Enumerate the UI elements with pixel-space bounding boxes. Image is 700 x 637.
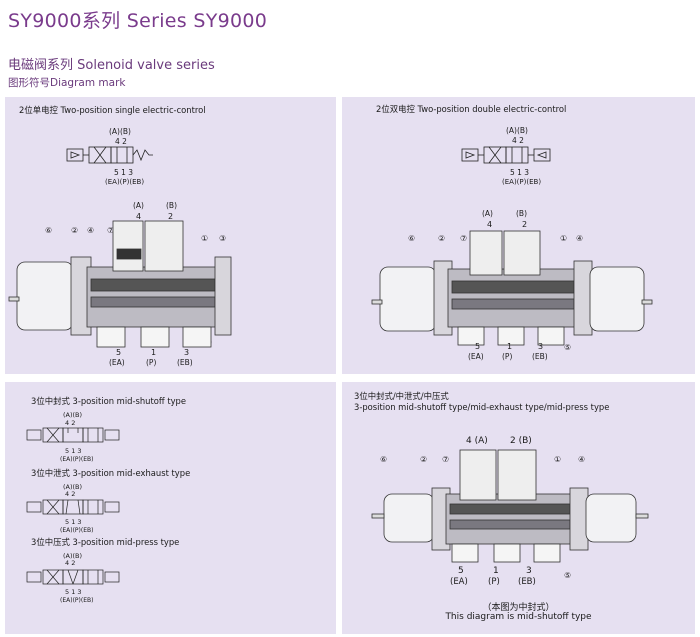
label-4a: 4 (A) bbox=[466, 436, 488, 446]
symbol-ports-bottom: (EA)(P)(EB) bbox=[105, 178, 144, 186]
valve-section-single bbox=[8, 220, 232, 348]
symbol-ports-top-num: 4 2 bbox=[65, 419, 75, 427]
label-a: (A) bbox=[482, 209, 493, 218]
label-4: 4 bbox=[136, 212, 141, 221]
callout-7: ⑦ bbox=[460, 234, 467, 243]
callout-6: ⑥ bbox=[45, 226, 52, 235]
valve-symbol-mid-exhaust bbox=[26, 499, 120, 515]
symbol-ports-bottom-num: 5 1 3 bbox=[65, 588, 82, 596]
symbol-ports-bottom: (EA)(P)(EB) bbox=[60, 527, 93, 534]
symbol-ports-bottom-num: 5 1 3 bbox=[114, 168, 133, 177]
valve-symbol-mid-press bbox=[26, 569, 120, 585]
callout-4: ④ bbox=[576, 234, 583, 243]
label-1: 1 bbox=[151, 348, 156, 357]
three-section-note-en: This diagram is mid-shutoff type bbox=[445, 612, 592, 622]
symbol-ports-top: (A)(B) bbox=[63, 483, 82, 491]
page-title: SY9000系列 Series SY9000 bbox=[8, 10, 268, 32]
callout-1: ① bbox=[560, 234, 567, 243]
label-p: (P) bbox=[146, 358, 156, 367]
callout-2: ② bbox=[71, 226, 78, 235]
label-p: (P) bbox=[488, 577, 500, 587]
valve-section-double bbox=[371, 230, 653, 346]
double-control-panel: 2位双电控 Two-position double electric-contr… bbox=[342, 97, 695, 374]
symbol-ports-top-num: 4 2 bbox=[65, 490, 75, 498]
callout-1: ① bbox=[554, 455, 561, 464]
label-2b: 2 (B) bbox=[510, 436, 532, 446]
symbol-ports-top-num: 4 2 bbox=[65, 559, 75, 567]
callout-6: ⑥ bbox=[408, 234, 415, 243]
label-eb: (EB) bbox=[177, 358, 193, 367]
three-position-section-panel: 3位中封式/中泄式/中压式 3-position mid-shutoff typ… bbox=[342, 382, 695, 634]
symbol-ports-bottom-num: 5 1 3 bbox=[65, 447, 82, 455]
label-ea: (EA) bbox=[450, 577, 468, 587]
callout-1: ① bbox=[201, 234, 208, 243]
symbol-ports-bottom: (EA)(P)(EB) bbox=[502, 178, 541, 186]
mid-exhaust-title: 3位中泄式 3-position mid-exhaust type bbox=[31, 468, 191, 478]
symbol-ports-bottom-num: 5 1 3 bbox=[510, 168, 529, 177]
callout-3: ③ bbox=[219, 234, 226, 243]
symbol-ports-top-num: 4 2 bbox=[115, 137, 127, 146]
label-ea: (EA) bbox=[468, 352, 484, 361]
label-b: (B) bbox=[516, 209, 527, 218]
label-ea: (EA) bbox=[109, 358, 125, 367]
symbol-ports-top-num: 4 2 bbox=[512, 136, 524, 145]
label-4: 4 bbox=[487, 220, 492, 229]
label-p: (P) bbox=[502, 352, 512, 361]
symbol-ports-top: (A)(B) bbox=[506, 126, 528, 135]
label-a: (A) bbox=[133, 201, 144, 210]
single-control-title: 2位单电控 Two-position single electric-contr… bbox=[19, 105, 206, 115]
label-3: 3 bbox=[184, 348, 189, 357]
valve-symbol-single bbox=[66, 146, 153, 164]
three-position-symbols-panel: 3位中封式 3-position mid-shutoff type 3位中泄式 … bbox=[5, 382, 336, 634]
symbol-ports-bottom-num: 5 1 3 bbox=[65, 518, 82, 526]
label-eb: (EB) bbox=[532, 352, 548, 361]
label-2: 2 bbox=[522, 220, 527, 229]
symbol-ports-top: (A)(B) bbox=[63, 411, 82, 419]
label-5: 5 bbox=[116, 348, 121, 357]
three-section-title-en: 3-position mid-shutoff type/mid-exhaust … bbox=[354, 402, 610, 412]
symbol-ports-bottom: (EA)(P)(EB) bbox=[60, 597, 93, 604]
three-section-note-cn: （本图为中封式） bbox=[482, 603, 555, 613]
label-2: 2 bbox=[168, 212, 173, 221]
three-position-symbols: (A)(B) 4 2 5 1 3 (EA)(P)(EB) (A)(B) 4 2 bbox=[26, 411, 120, 604]
callout-5: ⑤ bbox=[564, 343, 571, 352]
valve-symbol-mid-shutoff bbox=[26, 427, 120, 443]
label-3: 3 bbox=[526, 566, 532, 576]
symbol-ports-bottom: (EA)(P)(EB) bbox=[60, 456, 93, 463]
label-1: 1 bbox=[507, 342, 512, 351]
single-control-drawing: (A)(B) 4 2 5 1 3 (EA)(P)(EB) (A) (B) 4 2… bbox=[8, 127, 232, 367]
section-subtitle: 电磁阀系列 Solenoid valve series bbox=[8, 58, 215, 73]
label-b: (B) bbox=[166, 201, 177, 210]
valve-section-three bbox=[371, 449, 649, 563]
callout-4: ④ bbox=[87, 226, 94, 235]
callout-2: ② bbox=[420, 455, 427, 464]
mid-press-title: 3位中压式 3-position mid-press type bbox=[31, 537, 180, 547]
label-3: 3 bbox=[538, 342, 543, 351]
label-5: 5 bbox=[475, 342, 480, 351]
callout-5: ⑤ bbox=[564, 571, 571, 580]
valve-symbol-double bbox=[461, 146, 551, 164]
callout-2: ② bbox=[438, 234, 445, 243]
symbol-ports-top: (A)(B) bbox=[63, 552, 82, 560]
callout-7: ⑦ bbox=[107, 226, 114, 235]
double-control-drawing: (A)(B) 4 2 5 1 3 (EA)(P)(EB) (A) (B) 4 2… bbox=[371, 126, 653, 361]
single-control-panel: 2位单电控 Two-position single electric-contr… bbox=[5, 97, 336, 374]
diagram-mark-heading: 图形符号Diagram mark bbox=[8, 77, 126, 89]
label-1: 1 bbox=[493, 566, 499, 576]
three-section-drawing: 4 (A) 2 (B) ⑥ ② ⑦ ① ④ ⑤ 5 1 3 (EA) (P) bbox=[371, 436, 649, 587]
callout-7: ⑦ bbox=[442, 455, 449, 464]
callout-6: ⑥ bbox=[380, 455, 387, 464]
three-section-title-cn: 3位中封式/中泄式/中压式 bbox=[354, 391, 449, 401]
symbol-ports-top: (A)(B) bbox=[109, 127, 131, 136]
mid-shutoff-title: 3位中封式 3-position mid-shutoff type bbox=[31, 396, 187, 406]
callout-4: ④ bbox=[578, 455, 585, 464]
double-control-title: 2位双电控 Two-position double electric-contr… bbox=[376, 104, 567, 114]
label-5: 5 bbox=[458, 566, 464, 576]
label-eb: (EB) bbox=[518, 577, 536, 587]
